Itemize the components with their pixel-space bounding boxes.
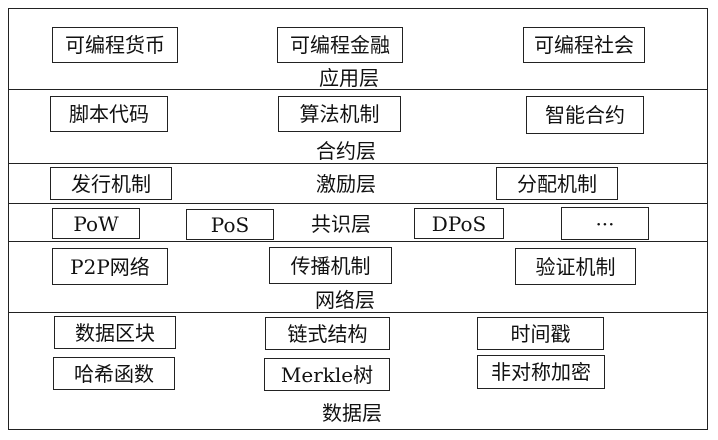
data-item-asymmetric-encryption: 非对称加密 (477, 355, 605, 389)
consensus-layer-title: 共识层 (311, 212, 371, 236)
separator-network-data (8, 312, 708, 313)
contract-item-script-code: 脚本代码 (50, 96, 168, 132)
data-layer-title: 数据层 (322, 401, 382, 425)
blockchain-architecture-diagram (8, 8, 708, 430)
consensus-item-pos: PoS (186, 209, 274, 240)
application-item-programmable-currency: 可编程货币 (52, 27, 178, 63)
data-item-hash-function: 哈希函数 (53, 357, 175, 390)
contract-layer-title: 合约层 (316, 139, 376, 163)
consensus-item-ellipsis: ··· (561, 207, 649, 240)
consensus-item-dpos: DPoS (414, 208, 504, 239)
separator-application-contract (8, 89, 708, 90)
incentive-layer-title: 激励层 (316, 172, 376, 196)
network-item-verification-mechanism: 验证机制 (515, 248, 636, 285)
application-item-programmable-society: 可编程社会 (523, 27, 645, 63)
separator-contract-incentive (8, 163, 708, 164)
application-item-programmable-finance: 可编程金融 (277, 27, 403, 63)
data-item-data-block: 数据区块 (54, 316, 176, 349)
application-layer-title: 应用层 (319, 66, 379, 90)
consensus-item-pow: PoW (52, 208, 140, 239)
separator-incentive-consensus (8, 203, 708, 204)
network-item-p2p-network: P2P网络 (52, 248, 168, 285)
data-item-merkle-tree: Merkle树 (264, 358, 390, 391)
network-layer-title: 网络层 (315, 288, 375, 312)
data-item-chain-structure: 链式结构 (265, 317, 390, 350)
separator-consensus-network (8, 241, 708, 242)
data-item-timestamp: 时间戳 (477, 317, 604, 350)
contract-item-smart-contract: 智能合约 (526, 96, 644, 134)
incentive-item-distribution-mechanism: 分配机制 (496, 167, 618, 200)
network-item-propagation-mechanism: 传播机制 (269, 247, 392, 284)
incentive-item-issuance-mechanism: 发行机制 (50, 167, 172, 200)
contract-item-algorithm-mechanism: 算法机制 (278, 96, 401, 132)
